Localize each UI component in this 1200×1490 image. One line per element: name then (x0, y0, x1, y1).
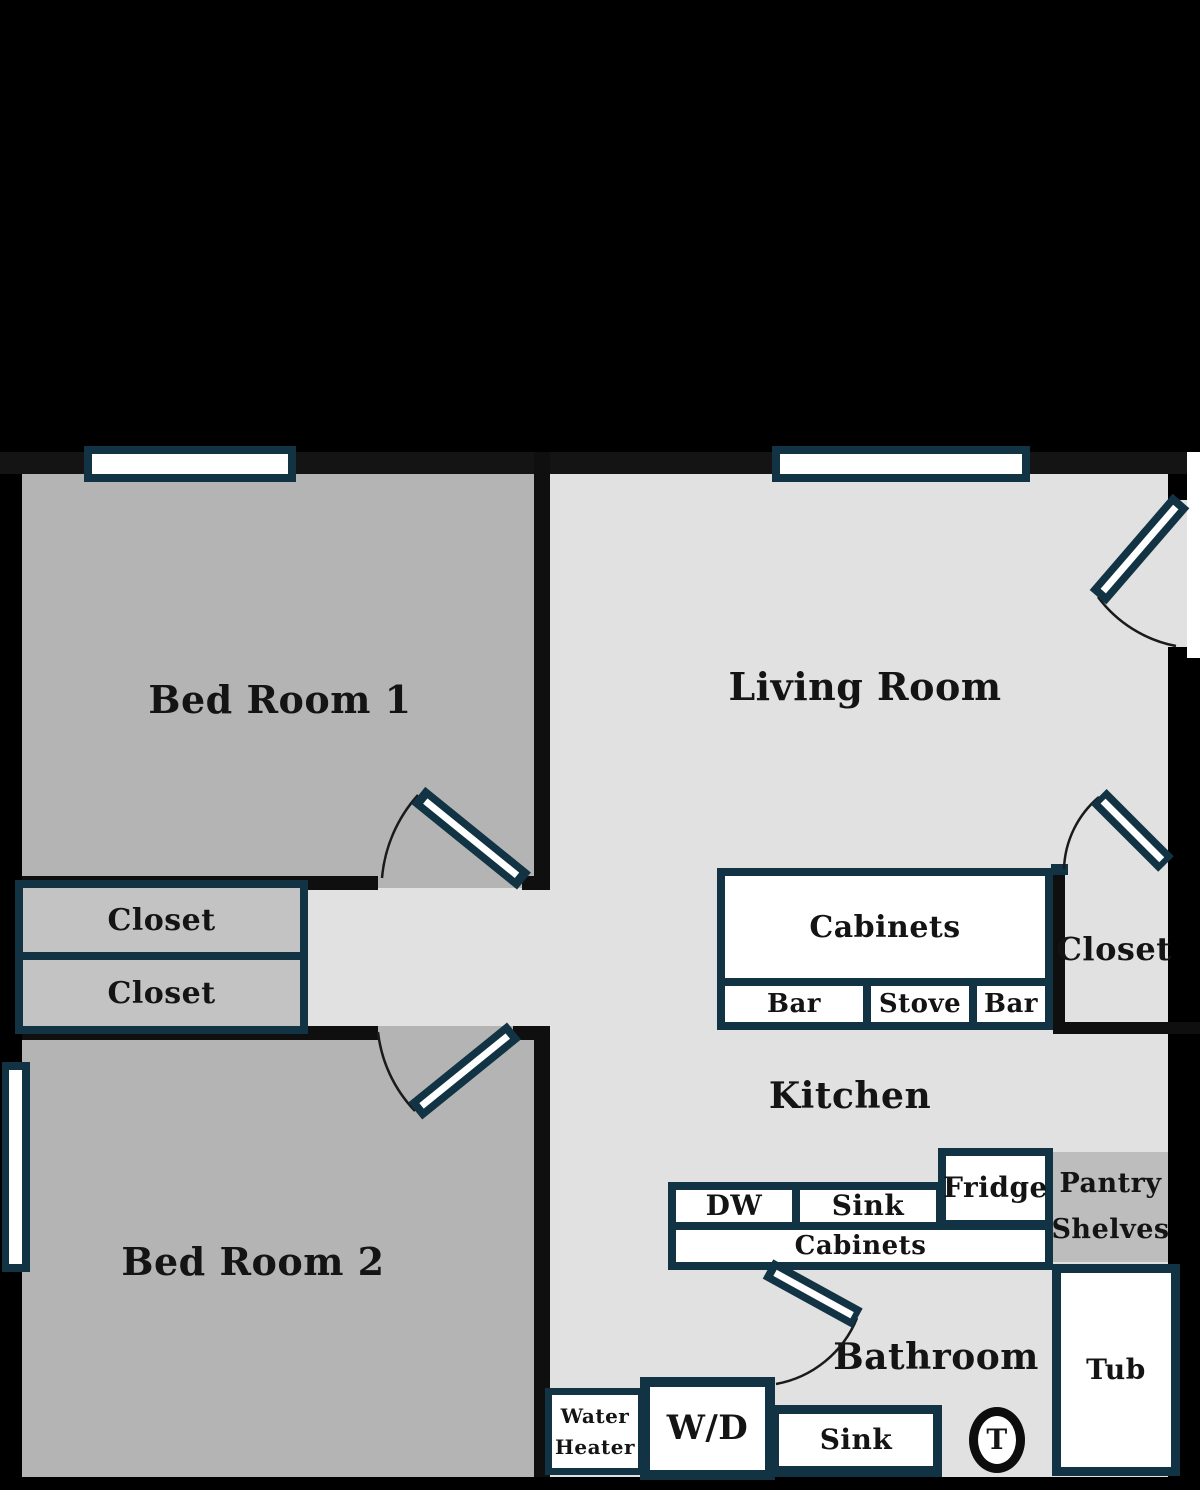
pantry-line1: Pantry (1059, 1167, 1162, 1199)
water-heater: Water Heater (552, 1395, 638, 1468)
kitchen-cabinets-upper: Cabinets (725, 876, 1045, 978)
kitchen-bar-right: Bar (977, 986, 1045, 1022)
door-bedroom2 (376, 1022, 521, 1120)
exterior-right-notch (1187, 452, 1200, 658)
door-entry-closet-arc (1062, 796, 1100, 870)
door-bathroom-arc (775, 1317, 859, 1386)
kitchen-stove: Stove (871, 986, 969, 1022)
wall-entry-closet-bottom (1053, 1022, 1200, 1034)
door-entry-arc (1096, 596, 1177, 648)
bathroom-tub-box: Tub (1052, 1264, 1180, 1476)
closet-hall-top: Closet (23, 888, 300, 952)
washer-dryer-box: W/D (640, 1377, 775, 1480)
toilet-icon: T (969, 1407, 1025, 1473)
door-bedroom1-arc (380, 794, 419, 879)
window-living (772, 446, 1030, 482)
window-bedroom2-glass (9, 1070, 22, 1264)
door-bedroom2-arc (376, 1031, 416, 1112)
kitchen-cabinets-lower: Cabinets (676, 1230, 1045, 1262)
window-living-glass (780, 454, 1022, 474)
kitchen-dishwasher: DW (676, 1190, 792, 1222)
bathroom-sink-box: Sink (770, 1405, 942, 1477)
room-label-living: Living Room (728, 664, 1002, 710)
closet-entry-label: Closet (1056, 930, 1172, 969)
room-label-bedroom-2: Bed Room 2 (121, 1239, 385, 1285)
kitchen-bar-left: Bar (725, 986, 863, 1022)
wall-bedroom1-bottom-stub (522, 876, 550, 890)
water-heater-box: Water Heater (545, 1388, 645, 1475)
window-bedroom1-glass (92, 454, 288, 474)
room-label-kitchen: Kitchen (768, 1075, 932, 1118)
wall-entry-closet-stub (1051, 864, 1068, 875)
closet-hall-bottom: Closet (23, 960, 300, 1026)
bathroom-sink: Sink (779, 1414, 933, 1466)
kitchen-fridge-box: Fridge (938, 1148, 1053, 1228)
room-label-bedroom-1: Bed Room 1 (148, 677, 412, 723)
wall-bedroom1-right (534, 452, 550, 888)
wall-entry-closet-left (1053, 866, 1065, 1034)
kitchen-sink: Sink (800, 1190, 936, 1222)
wall-bedroom2-right (534, 1026, 550, 1477)
room-label-bathroom: Bathroom (833, 1336, 1039, 1379)
window-bedroom2 (2, 1062, 30, 1272)
kitchen-fridge: Fridge (943, 1156, 1047, 1220)
room-bedroom-2 (22, 1026, 534, 1477)
kitchen-upper-counter: Cabinets Bar Stove Bar (717, 868, 1053, 1030)
pantry-line2: Shelves (1051, 1214, 1170, 1246)
door-entry-closet (1062, 789, 1174, 872)
door-bedroom1 (380, 786, 531, 890)
water-heater-line1: Water (560, 1403, 630, 1428)
door-entry (1089, 493, 1190, 648)
door-bathroom (762, 1259, 863, 1386)
bathroom-tub: Tub (1061, 1273, 1171, 1467)
window-bedroom1 (84, 446, 296, 482)
water-heater-line2: Heater (554, 1435, 636, 1460)
washer-dryer: W/D (650, 1387, 765, 1470)
entry-door-gap (1168, 500, 1187, 647)
pantry-shelves: Pantry Shelves (1051, 1152, 1170, 1262)
hall-closets: Closet Closet (15, 880, 308, 1034)
